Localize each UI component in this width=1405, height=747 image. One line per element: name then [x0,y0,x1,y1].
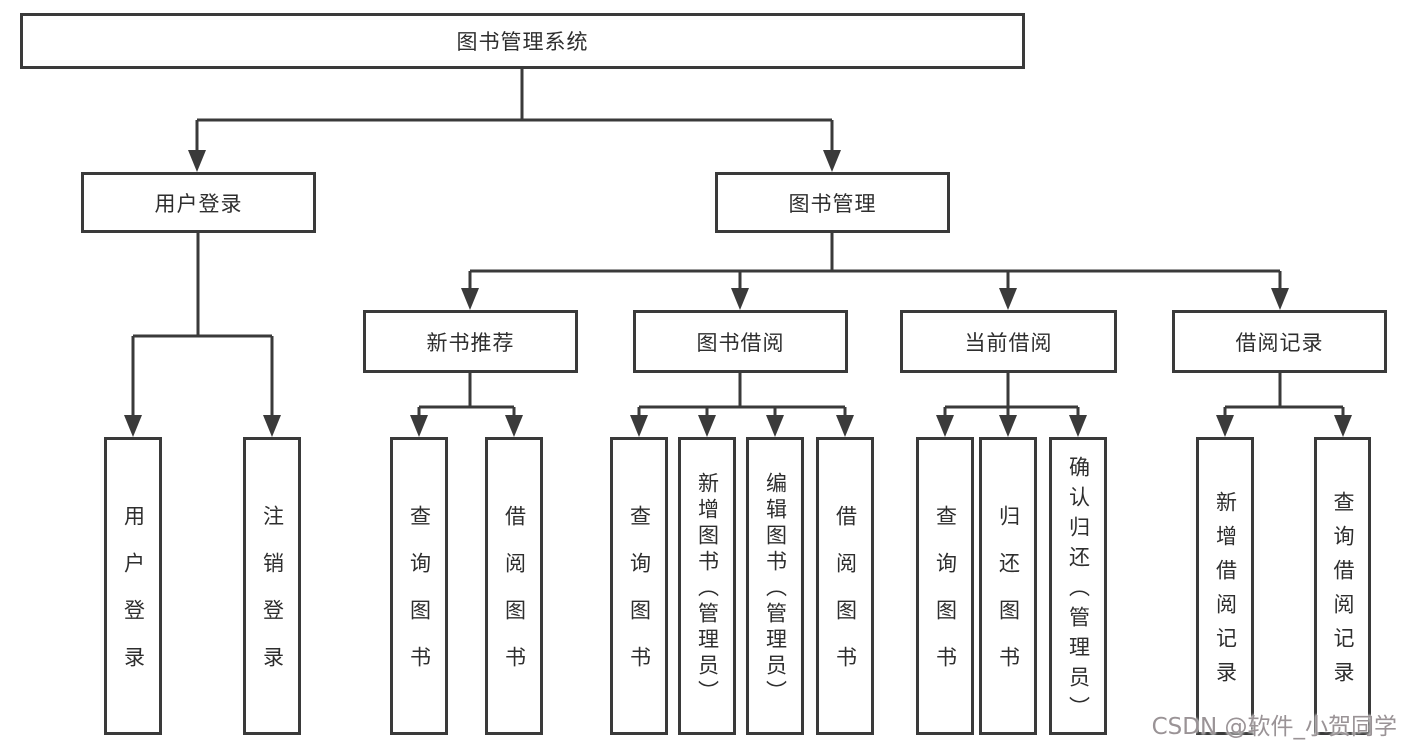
node-label: 新书推荐 [426,330,515,355]
node-label: 借阅记录 [1235,330,1324,355]
node-label: 用户登录 [121,505,146,693]
leaf-confirm-return-admin: 确认归还（管理员） [1049,437,1107,735]
node-label: 图书借阅 [696,330,785,355]
node-label: 借阅图书 [833,505,858,693]
node-label: 借阅图书 [502,505,527,693]
leaf-user-login: 用户登录 [104,437,162,735]
leaf-return-books: 归还图书 [979,437,1037,735]
node-new-book-recommend: 新书推荐 [363,310,578,373]
csdn-watermark: CSDN @软件_小贺同学 [1151,714,1397,740]
leaf-query-books-current: 查询图书 [916,437,974,735]
edge-userlogin-to-leaves [131,233,274,419]
leaf-add-books-admin: 新增图书（管理员） [678,437,736,735]
edge-bookborrow-to-leaves [637,373,847,419]
node-label: 图书管理系统 [456,30,589,54]
leaf-edit-books-admin: 编辑图书（管理员） [746,437,804,735]
node-label: 确认归还（管理员） [1066,455,1091,726]
leaf-add-borrow-record: 新增借阅记录 [1196,437,1254,735]
edge-newbook-to-leaves [417,373,516,419]
leaf-query-borrow-record: 查询借阅记录 [1314,437,1371,735]
node-label: 新增借阅记录 [1213,490,1238,695]
node-label: 查询借阅记录 [1331,490,1355,695]
leaf-query-books-recommend: 查询图书 [390,437,448,735]
node-label: 归还图书 [996,505,1021,693]
node-label: 查询图书 [407,505,432,693]
arrowheads [124,150,1352,437]
node-label: 新增图书（管理员） [695,471,720,706]
edge-root-to-level2 [195,69,834,154]
node-borrow-records: 借阅记录 [1172,310,1387,373]
node-library-system: 图书管理系统 [20,13,1025,69]
node-label: 查询图书 [933,505,958,693]
edge-bookmgmt-to-level3 [468,233,1282,292]
leaf-borrow-books-recommend: 借阅图书 [485,437,543,735]
leaf-borrow-books: 借阅图书 [816,437,874,735]
node-label: 注销登录 [260,505,285,693]
edge-currentborrow-to-leaves [943,373,1080,419]
node-current-borrow: 当前借阅 [900,310,1117,373]
node-label: 图书管理 [788,191,877,216]
leaf-logout: 注销登录 [243,437,301,735]
node-label: 当前借阅 [964,330,1053,355]
node-label: 用户登录 [154,191,243,216]
node-book-management: 图书管理 [715,172,950,233]
node-label: 查询图书 [627,505,652,693]
node-book-borrow: 图书借阅 [633,310,848,373]
edge-records-to-leaves [1223,373,1345,419]
node-label: 编辑图书（管理员） [763,471,788,706]
node-user-login: 用户登录 [81,172,316,233]
leaf-query-books-borrow: 查询图书 [610,437,668,735]
